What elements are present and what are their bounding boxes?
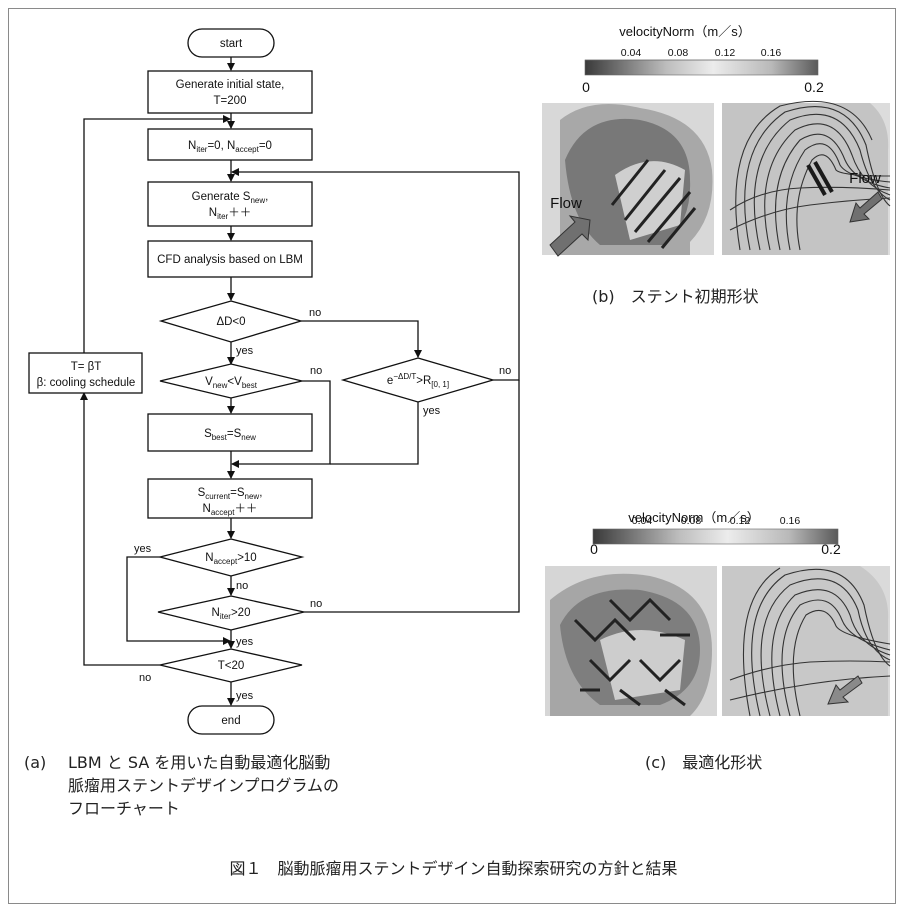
- delta-yes-label: yes: [236, 345, 254, 357]
- delta-decision: [158, 300, 304, 343]
- init-box: [147, 70, 313, 114]
- cfd-label: CFD analysis based on LBM: [157, 254, 303, 266]
- colorbar-c-tick-1: 0.04: [632, 515, 653, 527]
- panel-b: velocityNorm（m／s） 0.04 0.08 0.12 0.16 0 …: [542, 24, 891, 257]
- exp-decision: [340, 357, 496, 403]
- velocity-decision: [159, 363, 303, 399]
- caption-b: (b) ステント初期形状: [592, 287, 759, 306]
- streamlines-c-right-image: [722, 566, 891, 717]
- generate-box: [147, 181, 313, 227]
- caption-a-line1: LBM と SA を用いた自動最適化脳動: [68, 753, 331, 772]
- figure-caption: 図１ 脳動脈瘤用ステントデザイン自動探索研究の方針と結果: [229, 859, 678, 878]
- exp-yes-label: yes: [423, 405, 441, 417]
- iter-reset-box: [147, 128, 313, 161]
- colorbar-c-tick-3: 0.12: [730, 515, 751, 527]
- streamlines-b-right-image: [722, 100, 891, 255]
- colorbar-c-title: velocityNorm（m／s）: [628, 510, 759, 525]
- cooling-line1: T= βT: [71, 361, 102, 373]
- accept-decision: [157, 538, 305, 577]
- colorbar-b-tick-3: 0.12: [715, 47, 736, 59]
- generate-line2: Niter＋＋: [209, 207, 251, 221]
- panel-c: velocityNorm（m／s） 0.04 0.08 0.12 0.16 0 …: [545, 510, 891, 717]
- aneurysm-b-left-image: [542, 103, 714, 257]
- colorbar-c: [592, 528, 839, 545]
- init-line2: T=200: [214, 95, 247, 107]
- colorbar-b-tick-4: 0.16: [761, 47, 782, 59]
- iter-reset-label: Niter=0, Naccept=0: [188, 140, 272, 154]
- end-label: end: [221, 715, 240, 727]
- delta-label: ΔD<0: [216, 316, 245, 328]
- generate-line1: Generate Snew,: [192, 191, 269, 205]
- colorbar-b-tick-1: 0.04: [621, 47, 642, 59]
- colorbar-c-tick-4: 0.16: [780, 515, 801, 527]
- best-assign-box: [147, 413, 313, 452]
- current-line1: Scurrent=Snew,: [198, 487, 263, 501]
- flow-label-b-right: Flow: [849, 170, 881, 187]
- cooling-line2: β: cooling schedule: [37, 377, 136, 389]
- best-assign-label: Sbest=Snew: [204, 428, 256, 442]
- accept-label: Naccept>10: [205, 552, 256, 566]
- caption-a-line3: フローチャート: [68, 799, 180, 818]
- cfd-box: [147, 240, 313, 278]
- iter-no-label: no: [310, 598, 322, 610]
- iter-decision: [157, 595, 305, 631]
- current-assign-box: [147, 478, 313, 519]
- colorbar-b-min: 0: [582, 79, 590, 95]
- init-line1: Generate initial state,: [176, 79, 285, 91]
- iter-yes-label: yes: [236, 636, 254, 648]
- accept-yes-label: yes: [134, 543, 152, 555]
- caption-a-label: (a): [24, 753, 47, 772]
- start-terminal: [187, 28, 275, 58]
- aneurysm-c-left-image: [545, 566, 717, 716]
- colorbar-c-min: 0: [590, 541, 598, 557]
- exp-no-label: no: [499, 365, 511, 377]
- colorbar-b-max: 0.2: [804, 79, 824, 95]
- colorbar-b-tick-2: 0.08: [668, 47, 689, 59]
- iter-cond-label: Niter>20: [212, 607, 251, 621]
- colorbar-c-tick-2: 0.08: [681, 515, 702, 527]
- velocity-label: Vnew<Vbest: [205, 376, 258, 390]
- flow-label-b-left: Flow: [550, 195, 582, 212]
- caption-a-line2: 脈瘤用ステントデザインプログラムの: [68, 776, 340, 795]
- accept-no-label: no: [236, 580, 248, 592]
- colorbar-b: [584, 59, 819, 76]
- delta-no-label: no: [309, 307, 321, 319]
- t-decision: [159, 648, 303, 683]
- start-label: start: [220, 38, 243, 50]
- colorbar-b-title: velocityNorm（m／s）: [619, 24, 750, 39]
- t-yes-label: yes: [236, 690, 254, 702]
- t-no-label: no: [139, 672, 151, 684]
- figure-frame: [8, 8, 896, 904]
- end-terminal: [187, 705, 275, 735]
- current-line2: Naccept＋＋: [203, 503, 258, 517]
- exp-label: e−ΔD/T>R[0, 1]: [387, 372, 449, 389]
- colorbar-c-max: 0.2: [821, 541, 841, 557]
- velocity-no-label: no: [310, 365, 322, 377]
- t-cond-label: T<20: [218, 660, 245, 672]
- caption-c: (c) 最適化形状: [645, 753, 763, 772]
- cooling-box: [28, 352, 143, 394]
